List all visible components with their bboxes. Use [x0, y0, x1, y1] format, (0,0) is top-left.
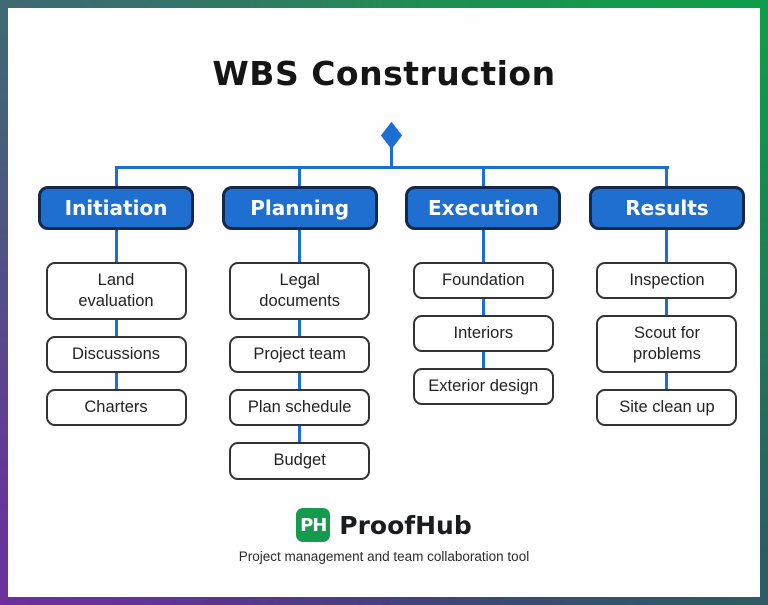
- wbs-node-discussions: Discussions: [45, 336, 187, 374]
- connector-line: [298, 169, 302, 186]
- wbs-node-inspection: Inspection: [596, 262, 738, 300]
- wbs-node-plan-schedule: Plan schedule: [229, 389, 371, 427]
- wbs-node-legal-documents: Legal documents: [229, 262, 371, 321]
- connector-line: [114, 230, 118, 262]
- connector-line: [114, 320, 118, 337]
- column-header-results: Results: [588, 186, 745, 230]
- connector-line: [665, 169, 669, 186]
- wbs-node-project-team: Project team: [229, 336, 371, 374]
- wbs-node-interiors: Interiors: [412, 315, 554, 353]
- wbs-node-scout-for-problems: Scout for problems: [596, 315, 738, 374]
- connector-line: [481, 169, 485, 186]
- wbs-node-exterior-design: Exterior design: [412, 368, 554, 406]
- wbs-node-charters: Charters: [45, 389, 187, 427]
- connector-line: [114, 373, 118, 390]
- connector-line: [665, 373, 669, 390]
- column-header-initiation: Initiation: [38, 186, 194, 230]
- brand-name: ProofHub: [339, 510, 472, 540]
- footer-logo: PH ProofHub: [8, 508, 760, 542]
- column-header-planning: Planning: [221, 186, 378, 230]
- column-header-execution: Execution: [405, 186, 562, 230]
- connector-line: [481, 352, 485, 369]
- proofhub-logo-icon: PH: [296, 508, 331, 542]
- page-title: WBS Construction: [212, 54, 556, 93]
- connector-line: [298, 230, 302, 262]
- connector-line: [481, 299, 485, 316]
- connector-line: [665, 299, 669, 316]
- wbs-node-site-clean-up: Site clean up: [596, 389, 738, 427]
- connector-line: [298, 426, 302, 443]
- connector-line: [298, 320, 302, 337]
- connector-horizontal-line: [115, 166, 669, 169]
- connector-line: [298, 373, 302, 390]
- brand-tagline: Project management and team collaboratio…: [238, 549, 530, 564]
- connector-line: [665, 230, 669, 262]
- connector-line: [114, 169, 118, 186]
- wbs-node-budget: Budget: [229, 442, 371, 480]
- wbs-node-land-evaluation: Land evaluation: [45, 262, 187, 321]
- connector-line: [481, 230, 485, 262]
- wbs-node-foundation: Foundation: [412, 262, 554, 300]
- root-stem-line: [390, 141, 393, 168]
